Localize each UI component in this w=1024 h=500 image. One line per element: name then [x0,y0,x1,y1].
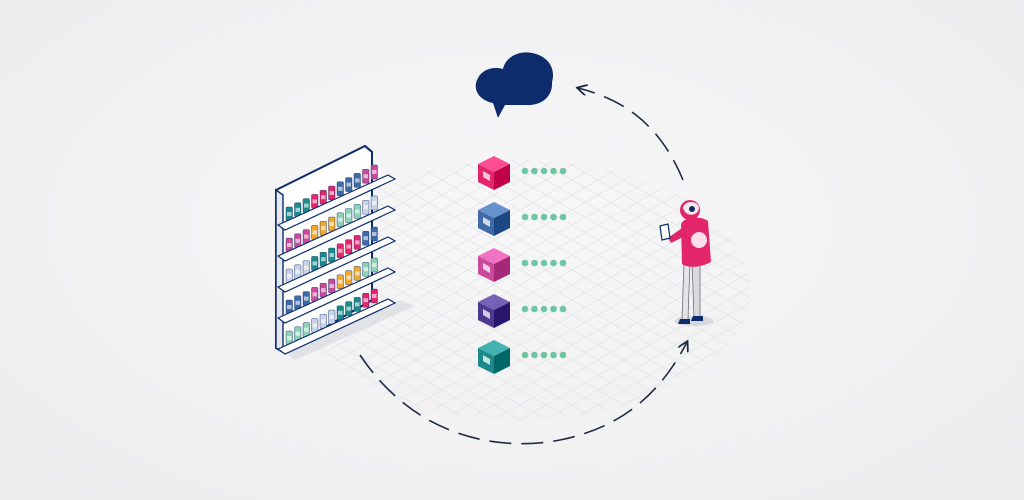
dot [540,167,548,175]
dot [531,213,538,221]
shopper-figure [659,200,714,326]
dot [531,259,538,267]
dot-row [521,259,567,267]
product-list [478,156,567,374]
dot [521,351,529,359]
dot [550,259,557,267]
dot [550,213,557,221]
store-shelf [275,144,415,360]
shelf-row [276,226,397,293]
blue-box-icon [478,202,510,236]
dot-row [521,351,567,359]
floor-grid [290,160,750,420]
dot [531,351,538,359]
dot [521,213,529,221]
dot [540,259,548,267]
cycle-arrows [359,88,687,445]
shelf-row [276,288,397,355]
arrow-bottom [359,342,687,445]
pink-box-icon [478,156,510,190]
shelf-row [276,164,397,231]
dot [559,167,567,175]
purple-box-icon [478,294,510,328]
dot [550,351,557,359]
dot [559,305,567,313]
dot [531,305,538,313]
dot [559,351,567,359]
dot [531,167,538,175]
dot [521,305,529,313]
dot-row [521,213,567,221]
dot [550,305,557,313]
teal-box-icon [478,340,510,374]
dot [559,213,567,221]
arrow-top-right [578,88,684,181]
dot [521,259,529,267]
dot [521,167,529,175]
shelf-rows [276,164,397,355]
dot-row [521,305,567,313]
shelf-row [276,257,397,324]
dot [559,259,567,267]
shelf-row [276,195,397,262]
dot [540,213,548,221]
dot [550,167,557,175]
dot-row [521,167,567,175]
dot [540,351,548,359]
magenta-box-icon [478,248,510,282]
dot [540,305,548,313]
speech-bubble-icon [475,52,554,119]
